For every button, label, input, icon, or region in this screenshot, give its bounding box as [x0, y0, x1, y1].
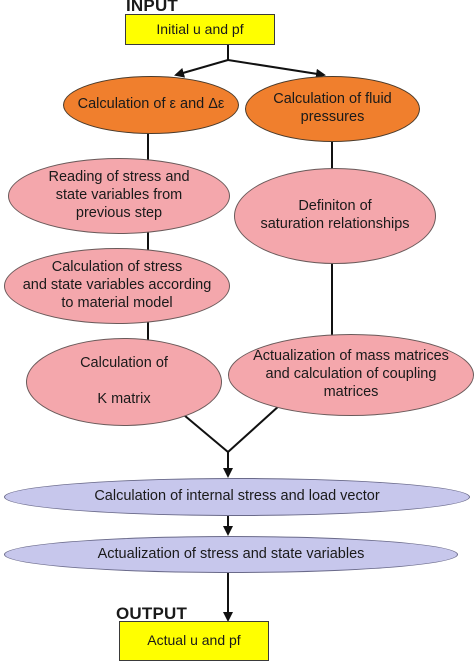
calc-epsilon-ellipse: Calculation of ε and Δε	[63, 76, 239, 134]
reading-stress-ellipse: Reading of stress and state variables fr…	[8, 158, 230, 234]
calc-fluid-pressures-ellipse: Calculation of fluid pressures	[245, 76, 420, 142]
actualization-stress-ellipse: Actualization of stress and state variab…	[4, 536, 458, 573]
internal-stress-ellipse: Calculation of internal stress and load …	[4, 478, 470, 516]
connector-merge-right	[227, 404, 281, 453]
calc-stress-model-ellipse: Calculation of stress and state variable…	[4, 248, 230, 324]
input-label: INPUT	[126, 0, 178, 15]
calc-k-matrix-line1: Calculation of	[80, 355, 168, 372]
output-label: OUTPUT	[116, 604, 188, 623]
initial-u-pf-box: Initial u and pf	[125, 14, 275, 45]
arrow-to-calc-fluid	[227, 59, 326, 79]
definition-saturation-ellipse: Definiton of saturation relationships	[234, 168, 436, 264]
actual-u-pf-box: Actual u and pf	[119, 621, 269, 661]
actualization-mass-ellipse: Actualization of mass matrices and calcu…	[228, 334, 474, 416]
calc-k-matrix-ellipse: Calculation of K matrix	[26, 338, 222, 426]
arrow-to-calc-eps	[174, 59, 229, 78]
calc-k-matrix-line2: K matrix	[97, 391, 151, 407]
